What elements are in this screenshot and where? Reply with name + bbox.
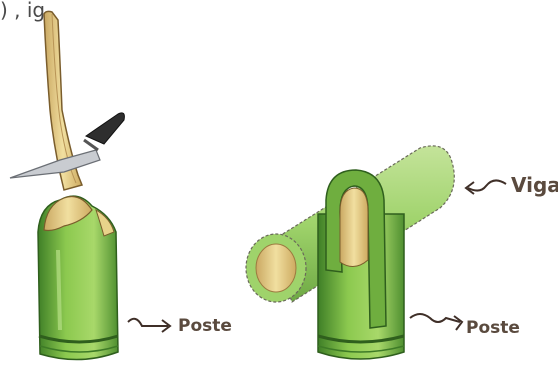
right-joint-group [246,146,454,359]
right-poste-leader-arrow [410,314,460,322]
label-poste-left: Poste [178,318,232,335]
label-poste-right: Poste [466,320,520,337]
left-poste-leader-arrow [128,319,168,326]
label-viga: Viga [511,175,558,195]
left-post-group [10,11,124,359]
